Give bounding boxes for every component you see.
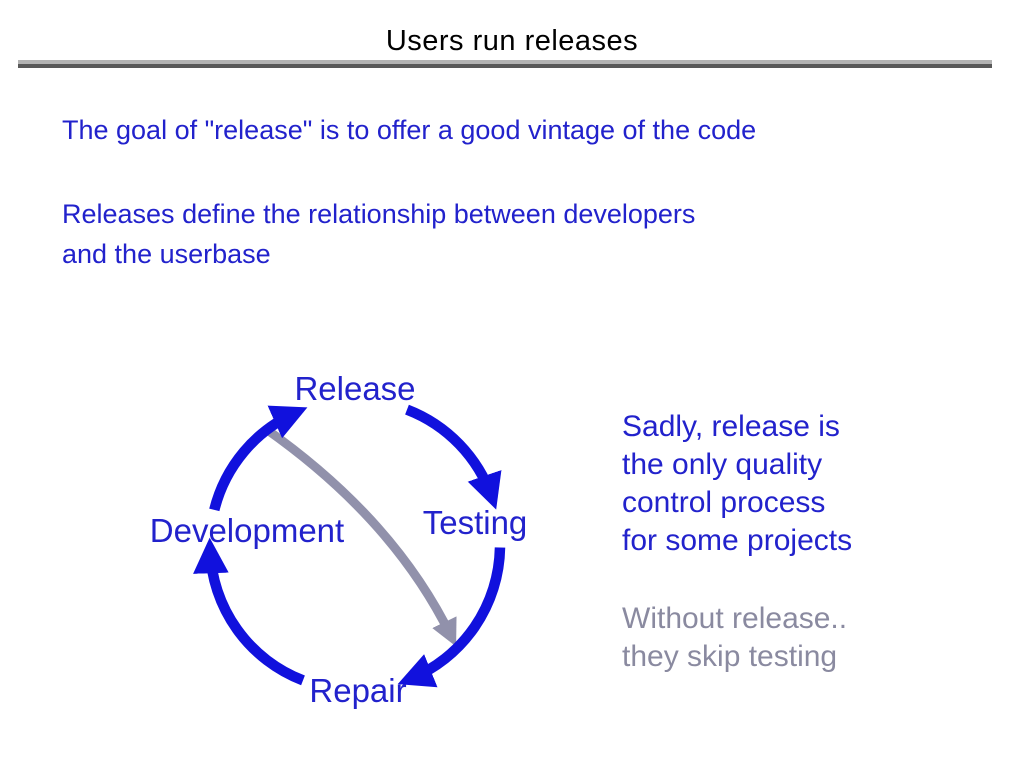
arrow-release-to-testing — [405, 404, 502, 510]
page-title: Users run releases — [385, 25, 639, 57]
arrow-repair-to-development — [193, 537, 305, 686]
gray-note-line-2: they skip testing — [622, 640, 838, 673]
side-note-line-1: Sadly, release is — [622, 410, 840, 443]
release-cycle-diagram: Release Testing Repair Development — [150, 370, 528, 709]
arrow-skip-testing-shortcut — [263, 425, 457, 647]
side-note-line-4: for some projects — [622, 524, 853, 557]
gray-note-line-1: Without release.. — [622, 602, 848, 635]
node-label-development: Development — [150, 512, 344, 549]
side-note-line-2: the only quality — [622, 448, 823, 481]
node-label-repair: Repair — [309, 672, 406, 709]
gray-note: Without release.. they skip testing — [622, 600, 847, 676]
title-divider-shadow — [18, 64, 992, 68]
intro-relationship-line-1: Releases define the relationship between… — [62, 199, 696, 229]
title-divider — [18, 60, 992, 68]
side-note-line-3: control process — [622, 486, 826, 519]
intro-relationship-text: Releases define the relationship between… — [62, 194, 695, 274]
arrow-testing-to-repair — [397, 547, 506, 688]
node-label-testing: Testing — [423, 504, 528, 541]
intro-goal-text: The goal of "release" is to offer a good… — [62, 115, 757, 145]
title-divider-highlight — [18, 60, 992, 64]
intro-relationship-line-2: and the userbase — [62, 239, 271, 269]
node-label-release: Release — [294, 370, 415, 407]
arrow-development-to-release — [209, 405, 308, 512]
side-note: Sadly, release is the only quality contr… — [622, 408, 852, 560]
